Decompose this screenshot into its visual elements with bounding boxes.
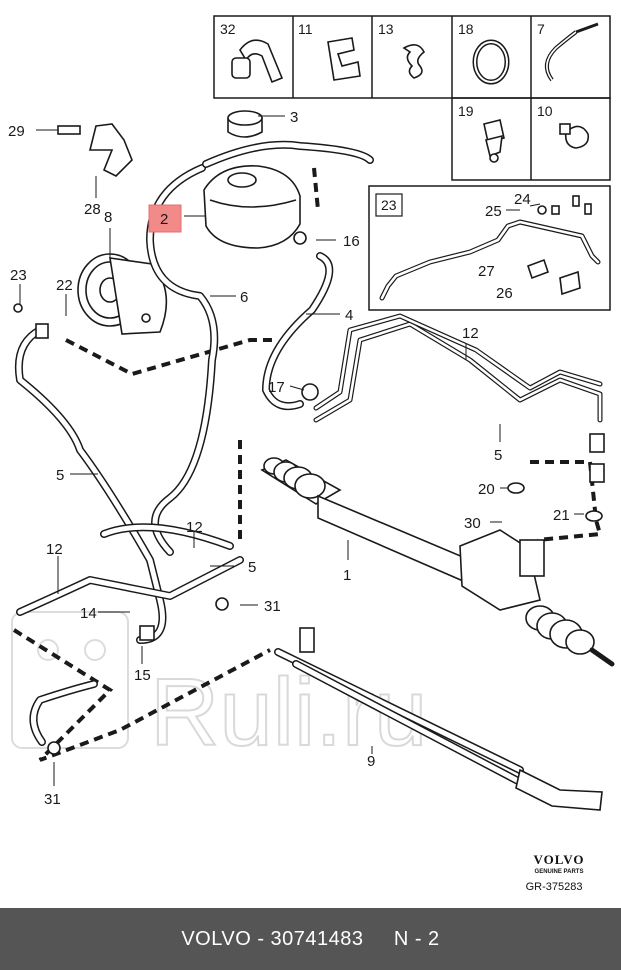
callout-2[interactable]: 2 [160,211,168,228]
box-10-label: 10 [537,103,553,119]
callout-23[interactable]: 23 [10,267,27,284]
callout-31-bottom[interactable]: 31 [44,791,61,808]
callout-22[interactable]: 22 [56,277,73,294]
reference-code: GR-375283 [525,881,583,893]
callout-28[interactable]: 28 [84,201,101,218]
leaders [19,115,584,786]
footer-bar: VOLVO - 30741483 N - 2 [0,908,621,970]
bracket-28 [57,123,133,177]
brand-block: VOLVO GENUINE PARTS GR-375283 [521,852,597,893]
callout-3[interactable]: 3 [290,109,298,126]
callout-8[interactable]: 8 [104,209,112,226]
callout-21[interactable]: 21 [553,507,570,524]
box-23-contents [379,195,601,301]
callout-6[interactable]: 6 [240,289,248,306]
cable-tie-7-icon [544,22,599,82]
box-23-label: 23 [381,197,397,213]
callout-14[interactable]: 14 [80,605,97,622]
highlight-box [148,204,182,233]
callout-16[interactable]: 16 [343,233,360,250]
callout-12-left[interactable]: 12 [46,541,63,558]
steering-rack-1 [260,457,615,667]
clamp-32-icon [231,39,284,84]
callout-1[interactable]: 1 [343,567,351,584]
footer-text: VOLVO - 30741483 N - 2 [181,927,440,950]
box-11-label: 11 [298,21,313,37]
clip-19-icon [483,119,505,163]
callout-31-mid[interactable]: 31 [264,598,281,615]
box-32-label: 32 [220,21,236,37]
box-19-label: 19 [458,103,474,119]
reservoir-2 [203,110,301,249]
callout-25[interactable]: 25 [485,203,502,220]
brand-subtitle: GENUINE PARTS [534,869,584,875]
callout-30[interactable]: 30 [464,515,481,532]
box-18-label: 18 [458,21,474,37]
o-ring-18-icon [472,39,510,85]
clip-11-icon [327,37,361,81]
callout-29[interactable]: 29 [8,123,25,140]
box-13-label: 13 [378,21,394,37]
callout-4[interactable]: 4 [345,307,353,324]
callout-20[interactable]: 20 [478,481,495,498]
dashed-lines [12,167,603,762]
brand-logo: VOLVO [533,852,585,867]
callout-15[interactable]: 15 [134,667,151,684]
cooler-9 [274,627,603,811]
callout-5-left[interactable]: 5 [56,467,64,484]
clamp-10-icon [559,123,590,149]
box-7-label: 7 [537,21,545,37]
callout-5-right[interactable]: 5 [494,447,502,464]
callout-17[interactable]: 17 [268,379,285,396]
callouts: 2 3 16 4 6 8 28 29 23 22 17 12 5 5 12 5 … [8,109,570,808]
parts-diagram: Ruli.ru 32 11 13 18 7 19 10 23 [8,15,615,811]
callout-5-mid[interactable]: 5 [248,559,256,576]
callout-9[interactable]: 9 [367,753,375,770]
callout-24[interactable]: 24 [514,191,531,208]
callout-12-mid[interactable]: 12 [186,519,203,536]
callout-26[interactable]: 26 [496,285,513,302]
callout-27[interactable]: 27 [478,263,495,280]
pump-8 [77,253,168,335]
inset-grid: 32 11 13 18 7 19 10 23 [213,15,611,311]
callout-12-right[interactable]: 12 [462,325,479,342]
clip-13-icon [402,44,426,79]
